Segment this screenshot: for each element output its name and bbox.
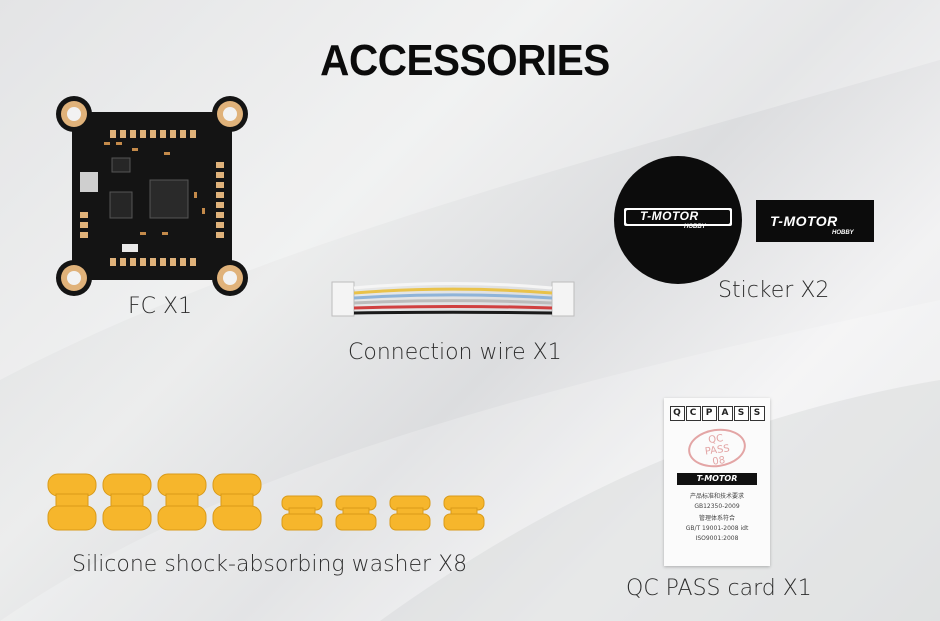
qc-brand-logo: T-MOTOR <box>677 473 757 485</box>
connection-wire <box>331 281 575 317</box>
qc-header: Q C P A S S <box>664 406 770 421</box>
round-sticker-subtext: HOBBY <box>684 224 706 230</box>
qc-line: 管理体系符合 <box>698 515 735 522</box>
rect-sticker <box>756 200 874 242</box>
qc-header-letter: S <box>749 406 765 421</box>
fc-label: FC X1 <box>128 294 193 319</box>
rect-sticker-text: T-MOTOR <box>770 213 838 229</box>
round-sticker-text: T-MOTOR <box>640 209 699 223</box>
rect-sticker-subtext: HOBBY <box>832 230 854 236</box>
qc-header-letter: C <box>685 406 701 421</box>
qc-line: GB12350-2009 <box>694 503 740 510</box>
qc-header-letter: S <box>733 406 749 421</box>
qc-line: GB/T 19001-2008 idt <box>685 525 749 532</box>
qc-card-label: QC PASS card X1 <box>626 576 812 601</box>
silicone-washers <box>47 473 485 531</box>
sticker-label: Sticker X2 <box>718 278 830 303</box>
qc-line: ISO9001:2008 <box>695 535 739 542</box>
qc-header-letter: P <box>701 406 717 421</box>
round-sticker <box>614 156 742 284</box>
page-title: ACCESSORIES <box>320 36 610 85</box>
qc-header-letter: A <box>717 406 733 421</box>
qc-stamp: QC PASS 08 <box>685 425 749 471</box>
mounting-pads <box>56 96 248 296</box>
qc-line: 产品标准和技术要求 <box>689 493 744 500</box>
flight-controller-board <box>56 96 248 296</box>
washer-label: Silicone shock-absorbing washer X8 <box>72 552 468 577</box>
wire-label: Connection wire X1 <box>348 340 562 365</box>
qc-header-letter: Q <box>669 406 685 421</box>
qc-pass-card: Q C P A S S QC PASS 08 T-MOTOR 产品标准和技术要求… <box>664 398 770 566</box>
